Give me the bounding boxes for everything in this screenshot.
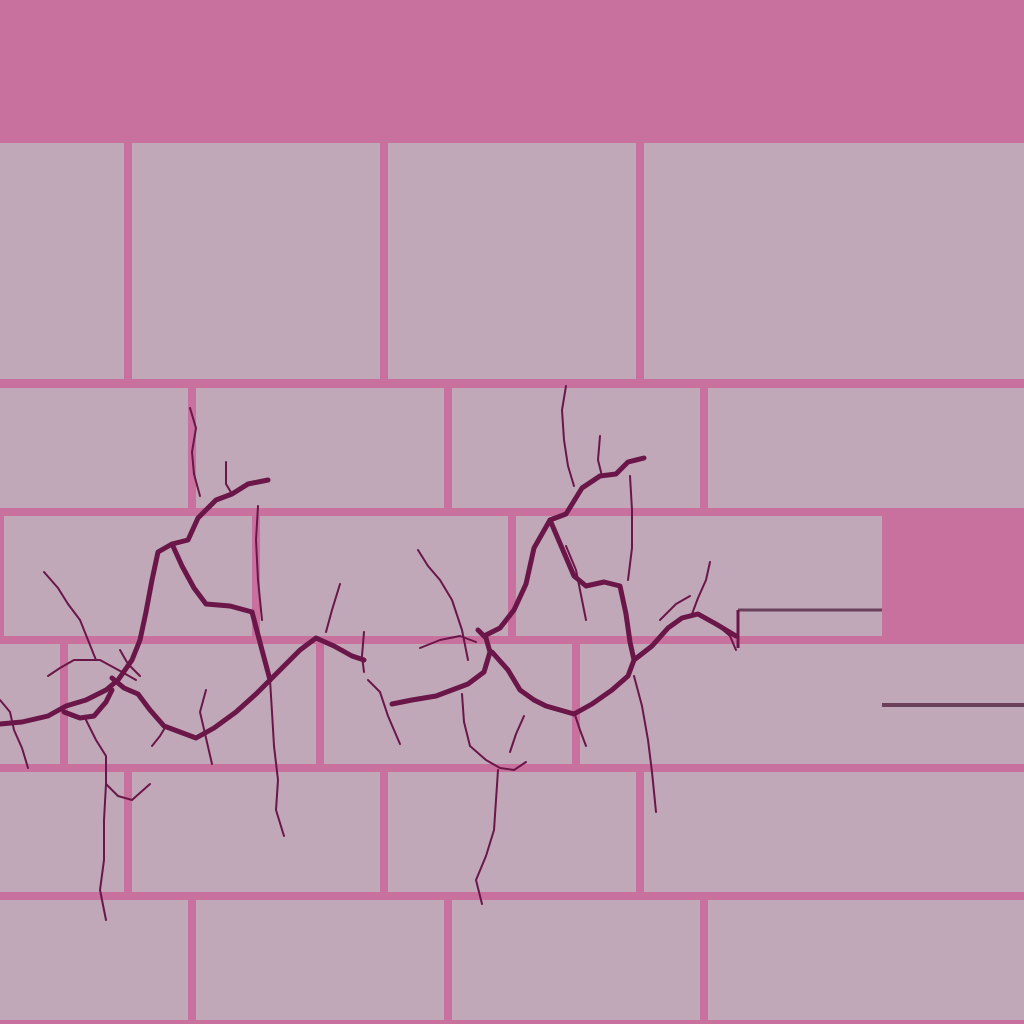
crack-branch bbox=[481, 455, 647, 639]
brick bbox=[388, 143, 636, 379]
crack-hairline bbox=[419, 635, 477, 649]
brick bbox=[0, 644, 60, 764]
crack-branch bbox=[489, 649, 537, 703]
crack-hairline bbox=[269, 679, 285, 837]
crack-hairline bbox=[199, 689, 213, 765]
crack-hairline bbox=[0, 699, 29, 769]
brick bbox=[324, 644, 572, 764]
brick bbox=[0, 388, 188, 508]
crack-hairline bbox=[189, 407, 201, 497]
brick bbox=[0, 143, 124, 379]
crack-branch bbox=[169, 541, 255, 615]
brick bbox=[388, 772, 636, 892]
brick bbox=[196, 388, 444, 508]
brick bbox=[708, 900, 1024, 1020]
crack-hairline bbox=[225, 461, 233, 495]
brick bbox=[132, 772, 380, 892]
crack-hairline bbox=[119, 649, 141, 677]
brick bbox=[452, 388, 700, 508]
crack-hairline bbox=[509, 715, 525, 753]
brick bbox=[708, 388, 1024, 508]
crack-branch bbox=[0, 477, 271, 727]
crack-hairline bbox=[367, 679, 401, 745]
brick bbox=[644, 772, 1024, 892]
brick bbox=[516, 516, 882, 636]
crack-hairline bbox=[99, 783, 107, 921]
crack-hairline bbox=[565, 545, 587, 621]
crack-hairline bbox=[47, 659, 137, 681]
brick bbox=[4, 516, 252, 636]
crack-hairline bbox=[597, 435, 603, 477]
crack-hairline bbox=[461, 693, 527, 771]
brick bbox=[132, 143, 380, 379]
crack-hairline bbox=[561, 385, 575, 487]
crack-hairline bbox=[633, 675, 657, 813]
missing-brick-gap bbox=[882, 508, 1024, 644]
crack-hairline bbox=[659, 595, 691, 621]
brick bbox=[260, 516, 508, 636]
crack-hairline bbox=[715, 623, 737, 651]
crack-branch bbox=[389, 627, 493, 707]
crack-hairline bbox=[151, 725, 167, 747]
brick-wall bbox=[0, 143, 1024, 1020]
wall-cracks bbox=[0, 385, 739, 921]
crack-hairline bbox=[325, 583, 341, 633]
crack-hairline bbox=[691, 561, 711, 615]
crack-branch bbox=[531, 517, 637, 717]
crack-hairline bbox=[361, 631, 365, 673]
crack-hairline bbox=[43, 571, 97, 661]
crack-hairline bbox=[627, 475, 633, 581]
brick bbox=[196, 900, 444, 1020]
crack-hairline bbox=[417, 549, 469, 661]
brick bbox=[644, 143, 1024, 379]
crack-branch bbox=[61, 687, 115, 721]
brick bbox=[0, 900, 188, 1020]
crack-branch bbox=[267, 635, 367, 683]
crack-hairline bbox=[255, 505, 263, 621]
crack-hairline bbox=[475, 769, 499, 905]
brick bbox=[452, 900, 700, 1020]
crack-hairline bbox=[573, 711, 587, 747]
wall-details bbox=[736, 508, 1024, 707]
